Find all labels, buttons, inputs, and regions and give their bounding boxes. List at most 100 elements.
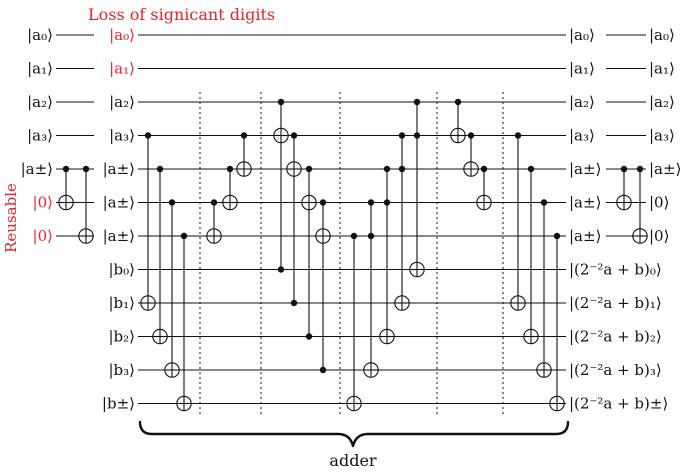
cnot-gate xyxy=(632,165,648,244)
control-dot xyxy=(636,165,644,173)
control-dot xyxy=(383,199,391,206)
ket-label-right: |0⟩ xyxy=(649,227,669,245)
cnot-gate xyxy=(301,165,317,340)
ket-label-inner-left: |b₀⟩ xyxy=(108,261,135,279)
control-dot xyxy=(240,132,248,139)
cnot-gate xyxy=(549,232,565,412)
ket-label-inner-right: |(2⁻²a + b)₂⟩ xyxy=(569,328,662,346)
control-dot xyxy=(210,199,218,206)
cnot-gate xyxy=(164,199,180,378)
ket-label-inner-right: |a±⟩ xyxy=(569,160,601,178)
cnot-gate xyxy=(463,132,479,177)
control-dot xyxy=(305,165,313,173)
control-dot xyxy=(62,165,70,173)
control-dot xyxy=(398,132,406,139)
ket-label-inner-right: |(2⁻²a + b)₀⟩ xyxy=(569,261,662,279)
ket-label-inner-left: |a₁⟩ xyxy=(109,60,135,78)
cnot-gate xyxy=(206,199,222,244)
control-dot xyxy=(277,98,285,106)
cnot-gate xyxy=(363,199,379,378)
ket-label-inner-right: |a₁⟩ xyxy=(569,60,595,78)
adder-caption: adder xyxy=(329,451,376,470)
control-dot xyxy=(319,366,327,374)
ket-label-inner-left: |a₃⟩ xyxy=(109,127,135,145)
cnot-gate xyxy=(152,165,168,345)
control-dot xyxy=(144,132,152,139)
cnot-gate xyxy=(450,98,466,144)
cnot-gate xyxy=(222,165,238,211)
control-dot xyxy=(398,165,406,173)
control-dot xyxy=(180,232,188,240)
control-dot xyxy=(454,98,462,106)
cnot-gate xyxy=(346,232,362,412)
cnot-gate xyxy=(176,232,192,412)
ket-label-inner-left: |a±⟩ xyxy=(103,227,135,245)
control-dot xyxy=(413,132,421,139)
cnot-gate xyxy=(286,132,302,307)
ket-label-inner-left: |a₀⟩ xyxy=(109,26,135,44)
gate-layer xyxy=(58,98,648,412)
control-dot xyxy=(290,132,298,139)
control-dot xyxy=(480,165,488,173)
ket-label-inner-right: |a₂⟩ xyxy=(569,93,595,111)
cnot-gate xyxy=(379,165,395,345)
cnot-gate xyxy=(523,165,539,345)
ket-label-inner-left: |a±⟩ xyxy=(103,194,135,212)
ket-label-inner-right: |a₀⟩ xyxy=(569,26,595,44)
ket-label-left: |a₁⟩ xyxy=(27,60,53,78)
control-dot xyxy=(226,165,234,173)
reusable-label: Reusable xyxy=(2,183,20,253)
ket-label-inner-right: |a₃⟩ xyxy=(569,127,595,145)
ket-label-left: |a₀⟩ xyxy=(27,26,53,44)
cnot-gate xyxy=(510,132,526,311)
ket-label-inner-right: |a±⟩ xyxy=(569,227,601,245)
control-dot xyxy=(620,165,628,173)
cnot-gate xyxy=(273,98,289,273)
ket-label-inner-left: |a±⟩ xyxy=(103,160,135,178)
ket-label-right: |a₀⟩ xyxy=(649,26,675,44)
ket-label-right: |a₃⟩ xyxy=(649,127,675,145)
ket-label-inner-right: |a±⟩ xyxy=(569,194,601,212)
cnot-gate xyxy=(236,132,252,177)
ket-label-inner-left: |b₃⟩ xyxy=(108,361,135,379)
control-dot xyxy=(168,199,176,206)
ket-label-inner-right: |(2⁻²a + b)₁⟩ xyxy=(569,294,662,312)
control-dot xyxy=(319,199,327,206)
control-dot xyxy=(367,199,375,206)
control-dot xyxy=(350,232,358,240)
control-dot xyxy=(553,232,561,240)
control-dot xyxy=(413,98,421,106)
cnot-gate xyxy=(315,199,331,374)
cnot-gate xyxy=(394,132,410,311)
ket-label-inner-left: |b±⟩ xyxy=(102,395,135,413)
ket-label-right: |a±⟩ xyxy=(649,160,681,178)
ket-label-inner-left: |b₂⟩ xyxy=(108,328,135,346)
label-layer: |a₀⟩ |a₁⟩ |a₂⟩ |a₃⟩ |a±⟩ |0⟩ |0⟩ |a₀⟩ |a₁⟩ |a₂⟩ |a… xyxy=(21,26,682,413)
control-dot xyxy=(527,165,535,173)
cnot-gate xyxy=(409,98,425,278)
ket-label-right: |0⟩ xyxy=(649,194,669,212)
cnot-gate xyxy=(140,132,156,311)
ket-label-right: |a₁⟩ xyxy=(649,60,675,78)
separator-layer xyxy=(199,92,504,414)
ket-label-inner-right: |(2⁻²a + b)±⟩ xyxy=(569,395,668,413)
control-dot xyxy=(82,165,90,173)
ket-label-left: |a₃⟩ xyxy=(27,127,53,145)
ket-label-right: |a₂⟩ xyxy=(649,93,675,111)
control-dot xyxy=(383,165,391,173)
ket-label-inner-left: |a₂⟩ xyxy=(109,93,135,111)
cnot-gate xyxy=(78,165,94,244)
control-dot xyxy=(156,165,164,173)
control-dot xyxy=(467,132,475,139)
control-dot xyxy=(277,266,285,273)
cnot-gate xyxy=(616,165,632,211)
ket-label-left: |0⟩ xyxy=(33,194,53,212)
adder-brace xyxy=(138,420,570,448)
cnot-gate xyxy=(536,199,552,378)
ket-label-inner-right: |(2⁻²a + b)₃⟩ xyxy=(569,361,662,379)
cnot-gate xyxy=(58,165,74,211)
ket-label-inner-left: |b₁⟩ xyxy=(108,294,135,312)
control-dot xyxy=(290,299,298,307)
